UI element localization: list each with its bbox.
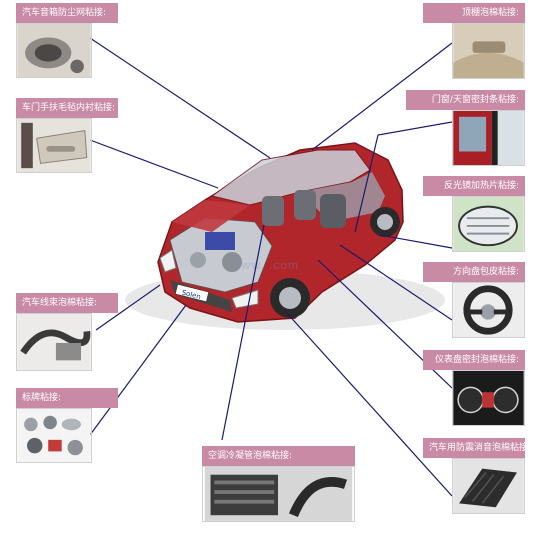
leader-line-window-b [354,134,379,233]
leader-line-harness [95,284,161,331]
thumb-ac-pipe [202,466,355,522]
label-harness: 汽车线束泡棉粘接: [16,293,118,313]
leader-line-antivibe [285,311,453,497]
thumb-door-handle [16,118,92,173]
label-ac-pipe: 空调冷凝管泡棉粘接: [202,446,355,466]
label-speaker: 汽车音箱防尘网粘接: [16,3,118,23]
thumb-mirror [452,196,525,252]
leader-line-ac-pipe [221,224,265,441]
label-antivibe: 汽车用防震消音泡棉粘接: [423,438,531,458]
thumb-roof [452,23,525,79]
label-door-handle: 车门手扶毛毡内衬粘接: [16,98,118,118]
label-window: 门窗/天窗密封条粘接: [406,90,525,110]
leader-line-steering [339,244,453,321]
label-dashboard: 仪表盘密封泡棉粘接: [423,350,525,370]
leader-line-speaker [89,37,271,159]
thumb-steering [452,282,525,338]
leader-line-door-handle [89,139,219,189]
label-steering: 方向盘包皮粘接: [423,262,525,282]
thumb-dashboard [452,370,525,426]
leader-line-window-a [377,121,453,136]
thumb-harness [16,313,92,371]
label-mirror: 反光镜加热片粘接: [423,176,525,196]
leader-line-badge [89,304,187,436]
watermark-text: www. .com [232,258,300,272]
thumb-badge [16,408,92,463]
thumb-antivibe [452,458,525,514]
thumb-speaker [16,23,92,78]
leader-line-roof [311,42,453,151]
leader-line-mirror [379,234,453,249]
label-roof: 顶棚泡棉粘接: [423,3,525,23]
label-badge: 标牌粘接: [16,388,118,408]
thumb-window [452,110,525,166]
